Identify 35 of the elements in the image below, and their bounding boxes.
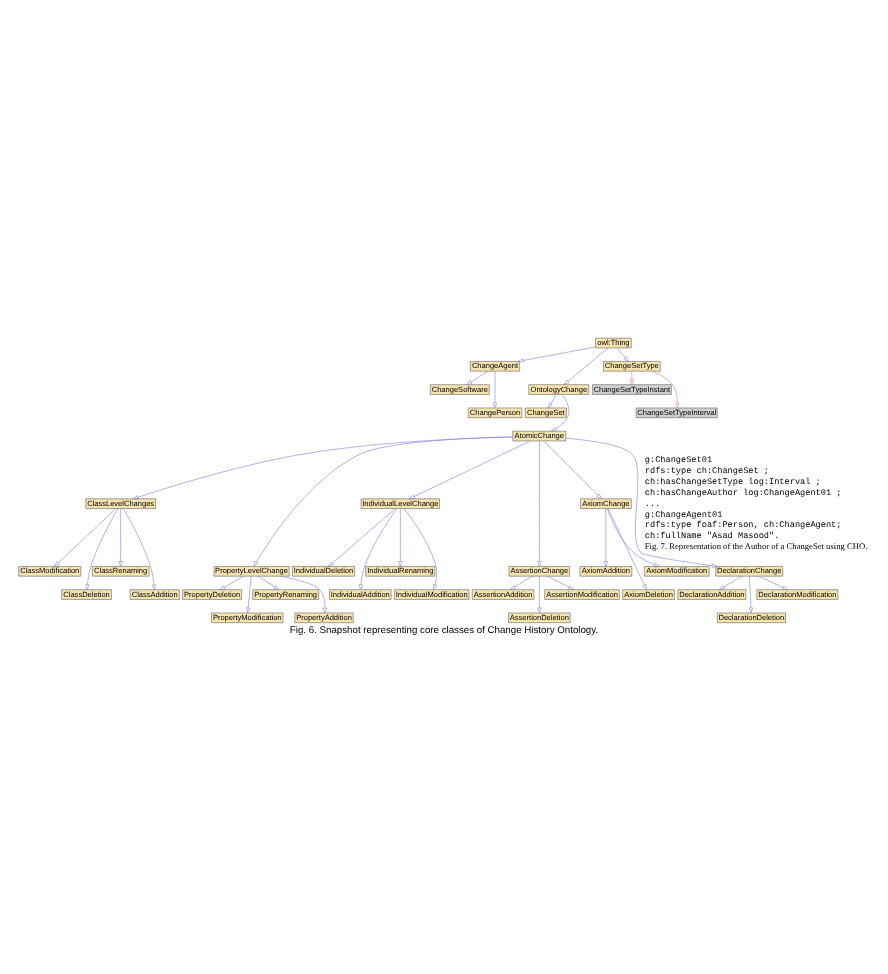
arrow (548, 393, 557, 408)
arrow (607, 507, 647, 589)
arrow (547, 574, 574, 589)
arrow (328, 507, 396, 566)
arrow (543, 439, 602, 498)
arrow (398, 507, 403, 566)
arrow (409, 439, 531, 499)
arrow (358, 507, 398, 589)
arrow (253, 435, 513, 566)
arrow (748, 574, 753, 612)
arrow (603, 507, 608, 566)
arrow (629, 370, 634, 384)
arrow (563, 346, 609, 384)
arrow (493, 369, 497, 407)
arrow (537, 574, 542, 612)
arrow (54, 507, 117, 566)
arrow (118, 507, 123, 566)
arrow (719, 574, 743, 589)
arrow (123, 507, 156, 589)
arrow (258, 574, 280, 589)
arrow (607, 507, 660, 566)
arrow (518, 345, 596, 362)
arrow (280, 574, 327, 613)
arrow (537, 439, 542, 566)
arrow (85, 507, 119, 589)
arrow (466, 369, 489, 384)
arrow (219, 574, 245, 589)
arrow (509, 574, 533, 589)
arrow (246, 574, 252, 612)
arrow (651, 369, 680, 408)
arrow (616, 346, 629, 361)
arrow (565, 436, 718, 567)
arrow (758, 574, 789, 589)
arrow (403, 507, 438, 589)
arrow (551, 393, 570, 431)
